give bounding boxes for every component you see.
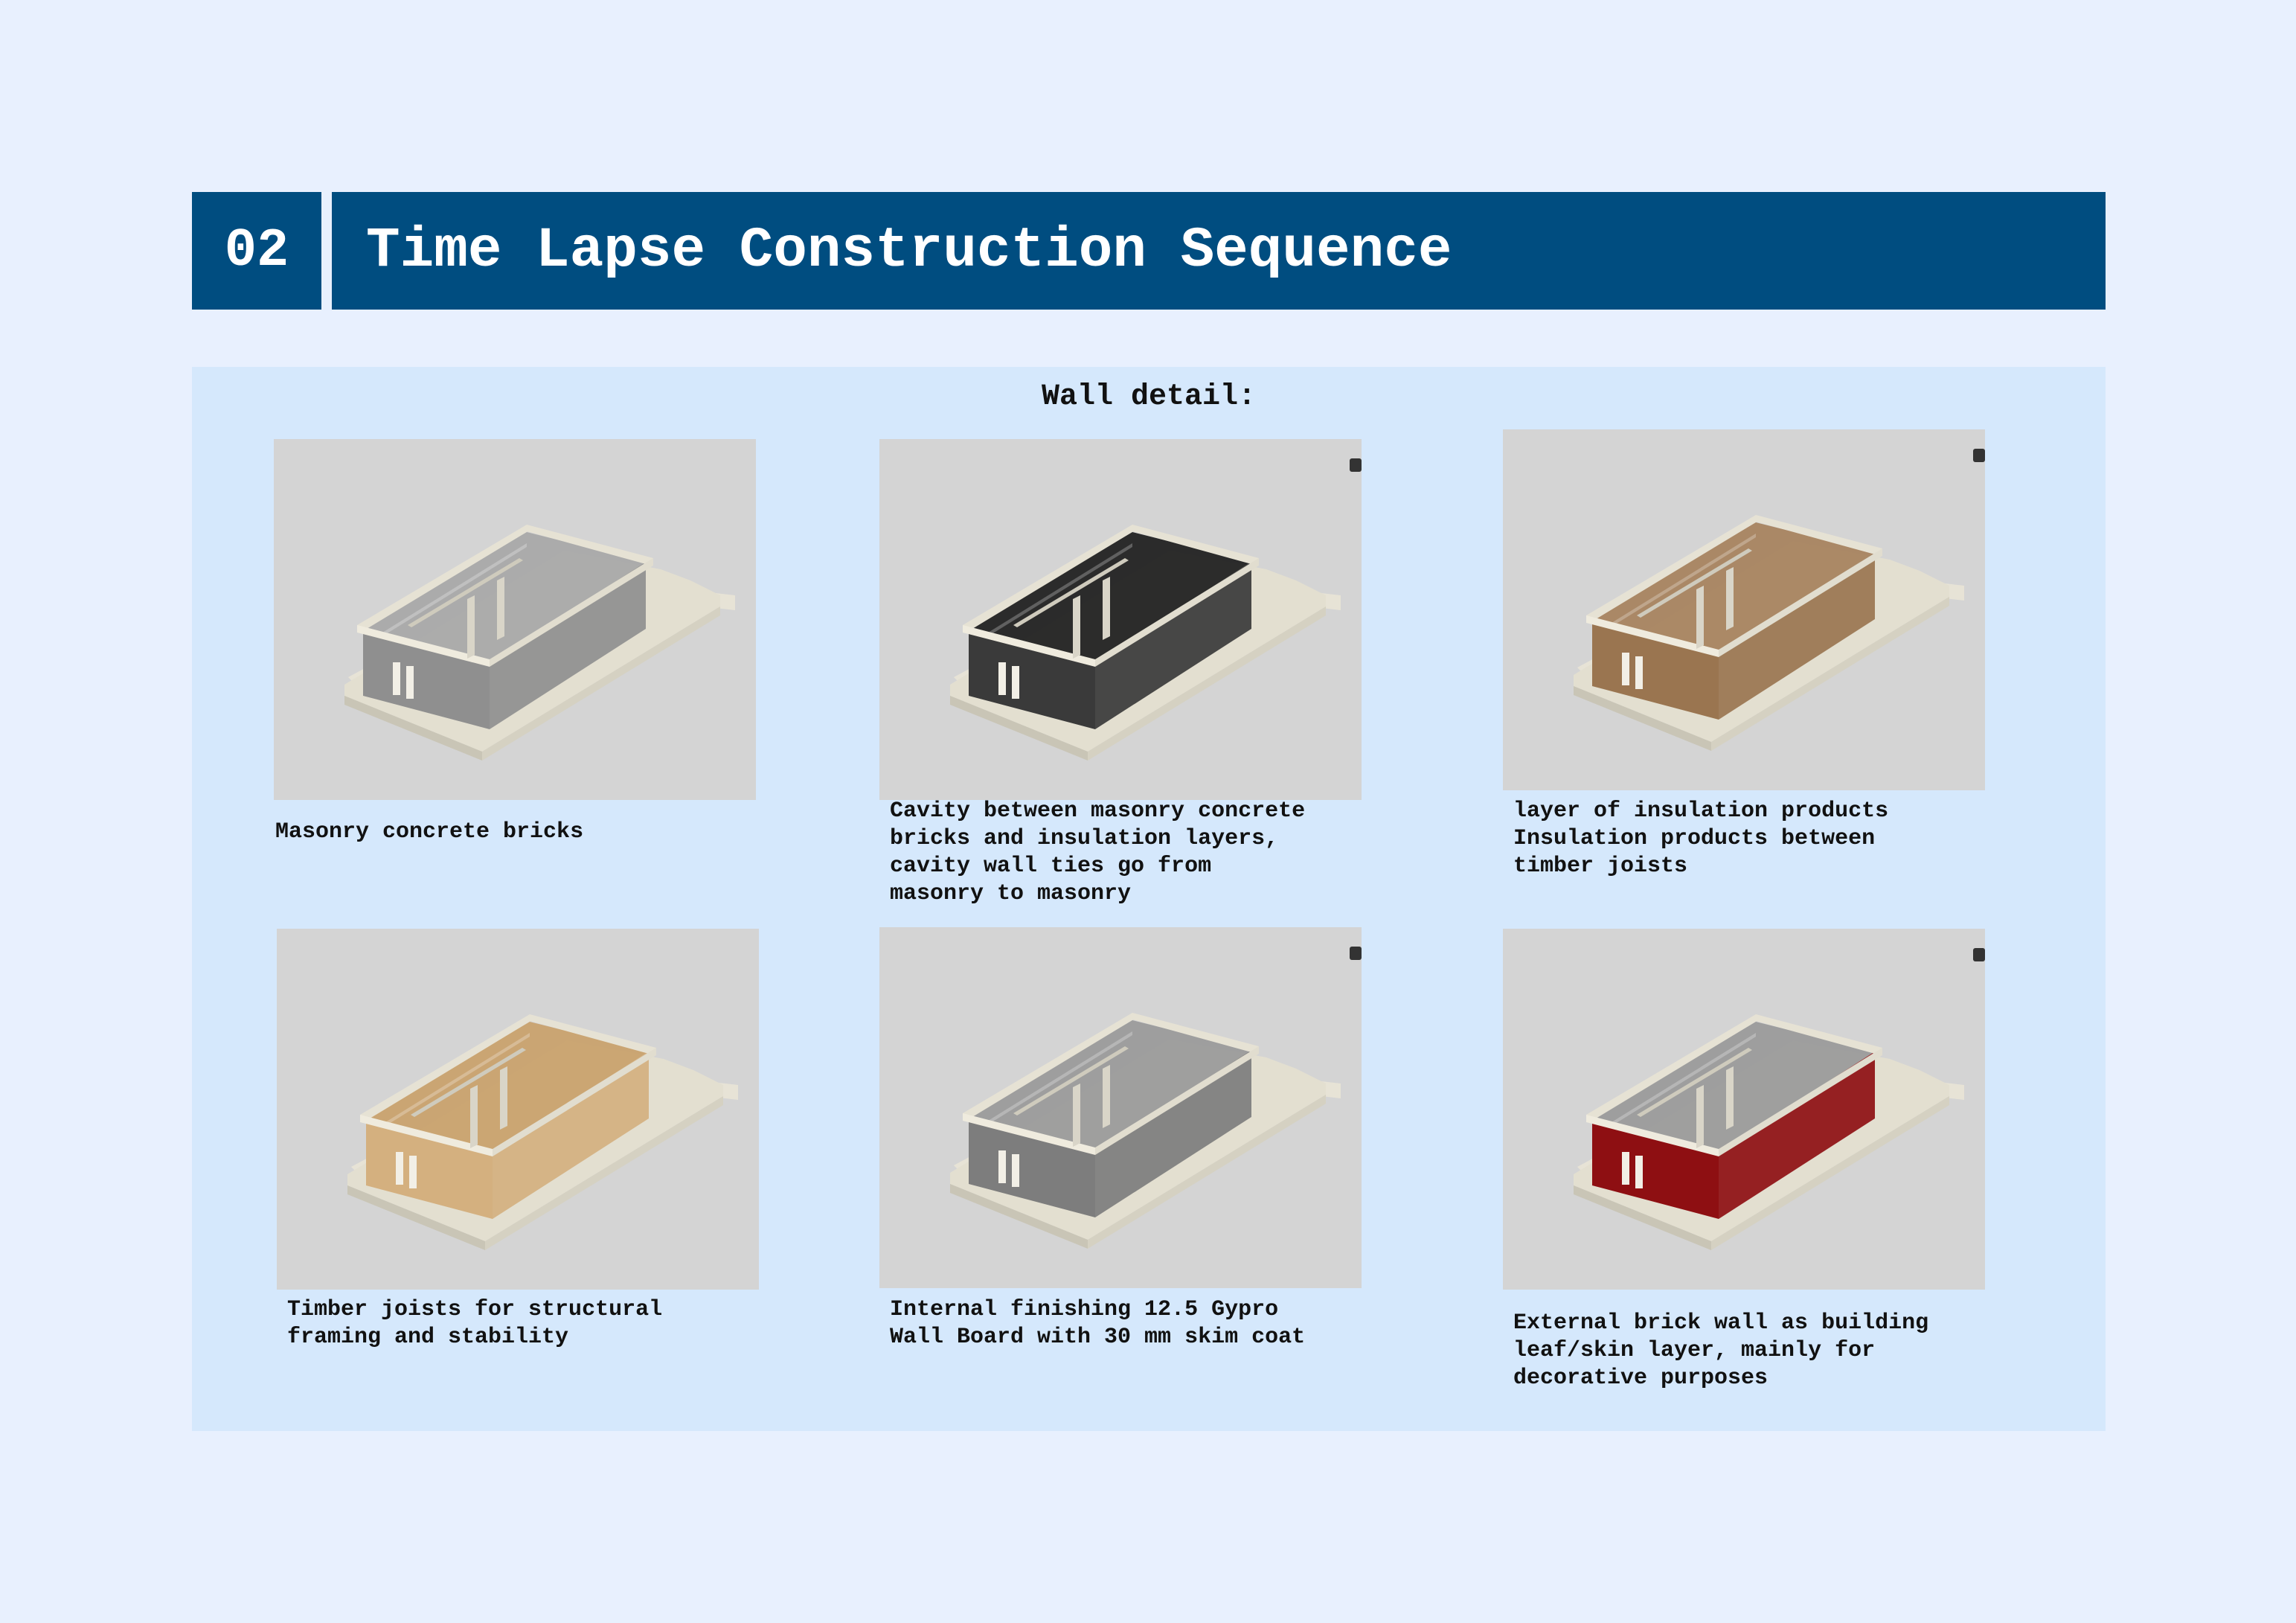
construction-step-image — [1503, 929, 1985, 1290]
viewer-badge-icon — [1350, 458, 1362, 472]
section-number: 02 — [192, 192, 321, 310]
construction-step-caption: Internal finishing 12.5 Gypro Wall Board… — [890, 1297, 1306, 1350]
construction-step-caption: External brick wall as building leaf/ski… — [1513, 1310, 1929, 1391]
construction-step-caption: layer of insulation products Insulation … — [1513, 798, 1889, 879]
construction-step-image — [879, 927, 1362, 1288]
section-title: Time Lapse Construction Sequence — [332, 192, 2106, 310]
construction-step-image — [274, 439, 756, 800]
construction-step-caption: Timber joists for structural framing and… — [287, 1297, 663, 1350]
construction-step-image — [277, 929, 759, 1290]
construction-step-image — [879, 439, 1362, 800]
construction-step-caption: Masonry concrete bricks — [275, 819, 584, 845]
viewer-badge-icon — [1350, 947, 1362, 960]
panel-title: Wall detail: — [1041, 380, 1257, 414]
construction-step-image — [1503, 429, 1985, 790]
construction-step-caption: Cavity between masonry concrete bricks a… — [890, 798, 1306, 906]
viewer-badge-icon — [1973, 449, 1985, 462]
viewer-badge-icon — [1973, 948, 1985, 961]
